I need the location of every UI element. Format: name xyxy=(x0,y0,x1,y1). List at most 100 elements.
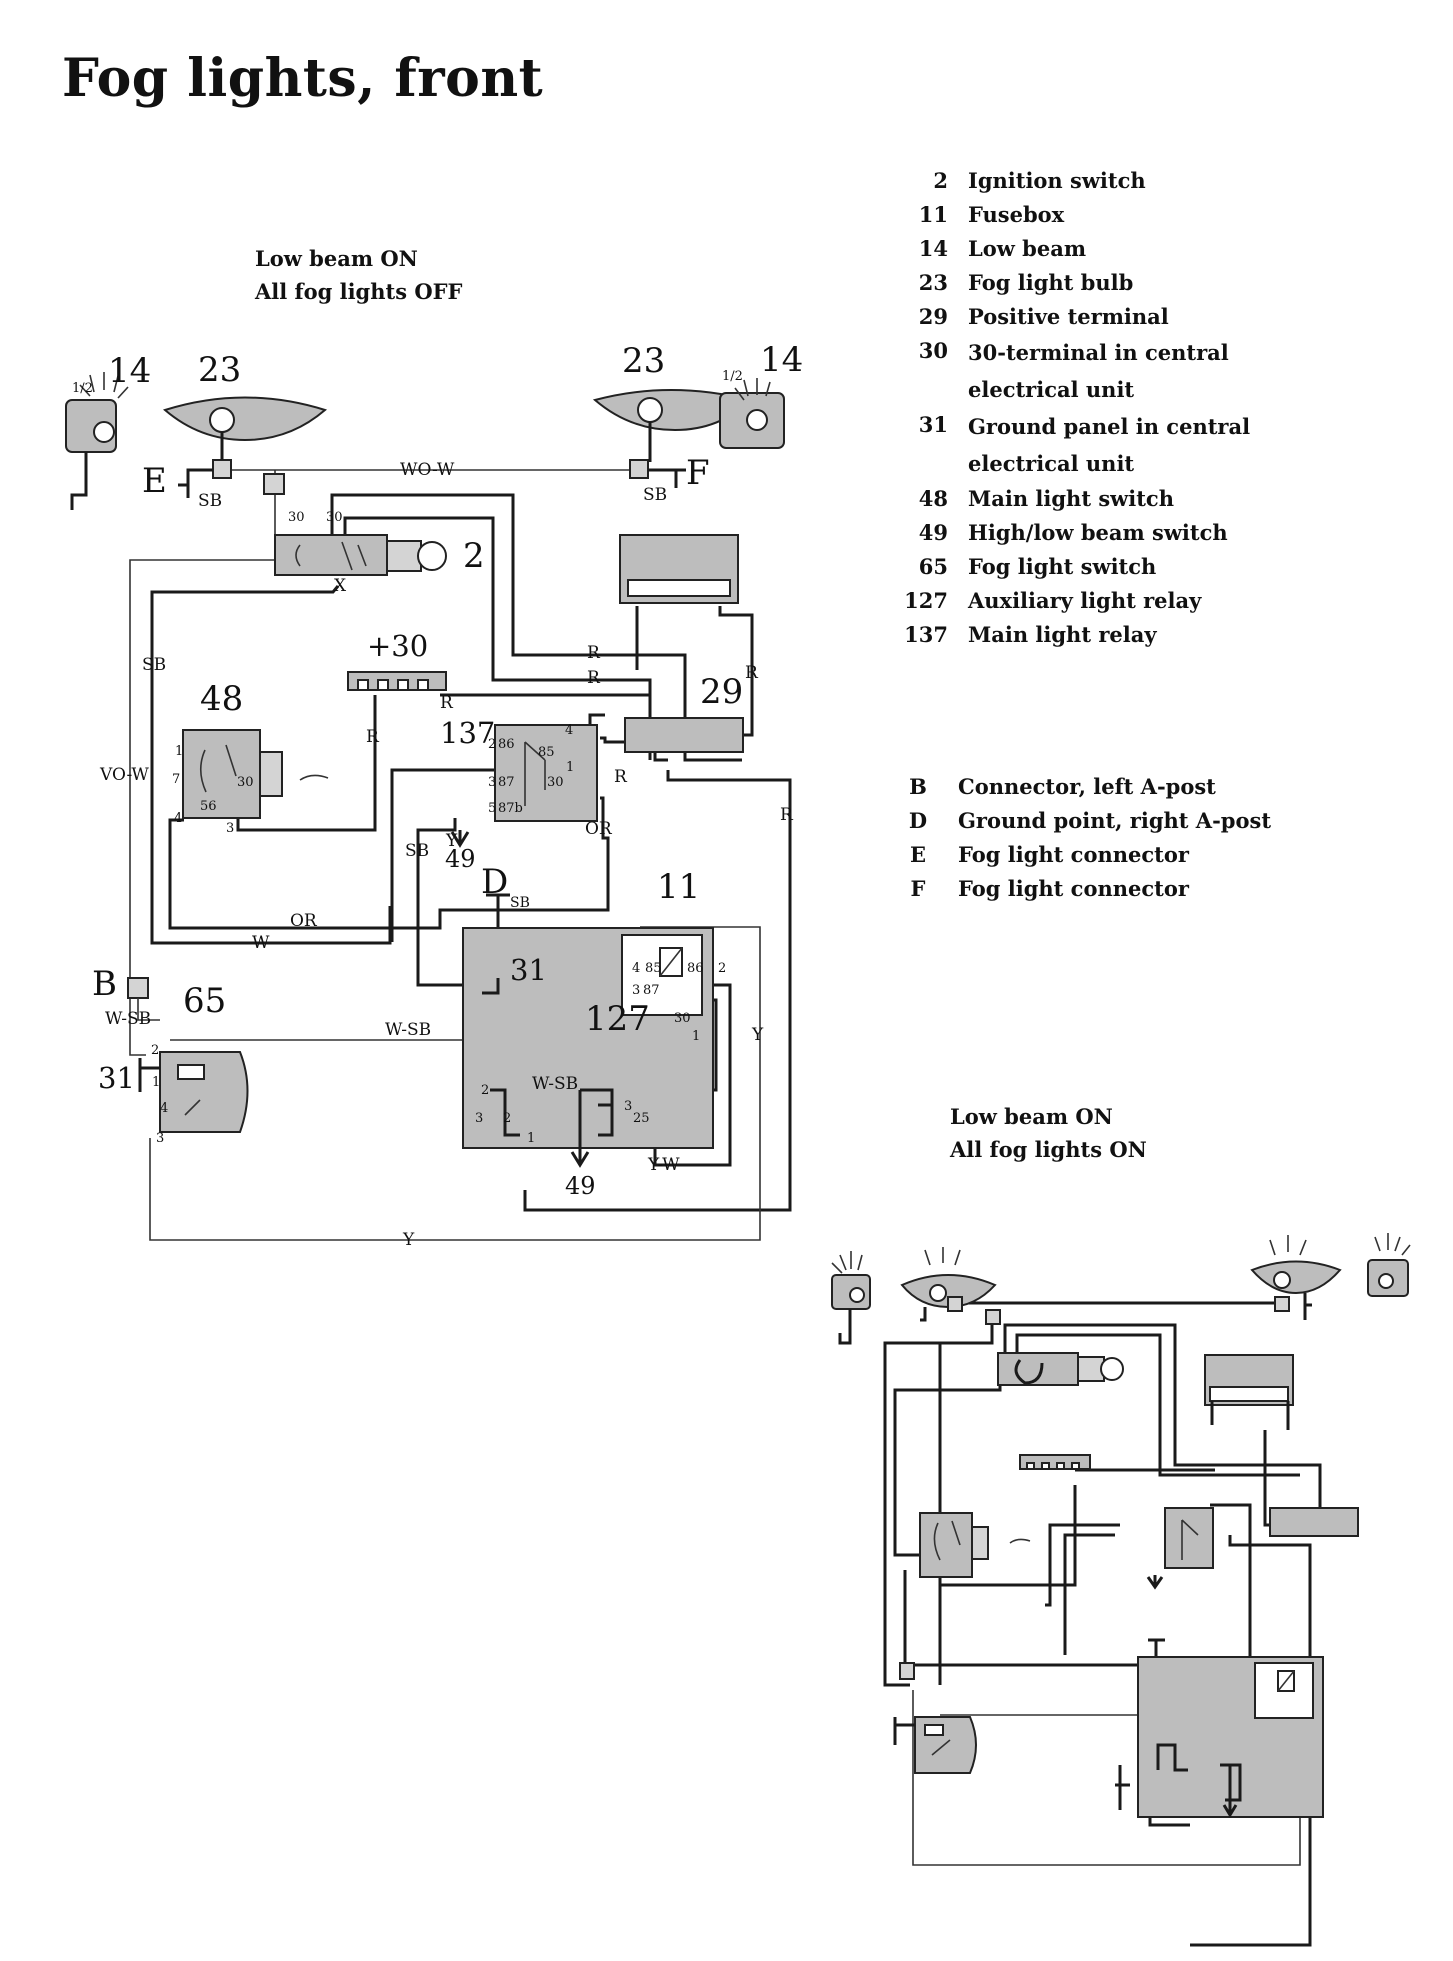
terminal-label: 5 xyxy=(488,801,496,816)
arrow-49 xyxy=(450,830,470,848)
light-rays-icon xyxy=(831,1251,863,1274)
fuses-icon xyxy=(490,1088,614,1137)
relay-coil-diagonal xyxy=(659,947,683,977)
connector-letter: D xyxy=(481,862,508,902)
relay-coil-diagonal xyxy=(1277,1670,1295,1692)
terminal-label: 1 xyxy=(692,1029,700,1044)
wire-label: W-SB xyxy=(105,1009,151,1029)
legend-name: Positive terminal xyxy=(968,304,1169,329)
connector-b xyxy=(127,977,149,999)
wire-label: R xyxy=(745,663,759,683)
wiring-diagram-fog-lights-on xyxy=(831,1233,1411,1947)
wire-sb-ignition xyxy=(150,585,392,945)
fog-light-left xyxy=(162,396,328,498)
component-number: +30 xyxy=(367,629,428,663)
main-light-relay xyxy=(450,724,598,848)
legend-name: Ignition switch xyxy=(968,168,1146,193)
terminal-label: 4 xyxy=(160,1101,168,1116)
wire-or xyxy=(168,796,610,930)
terminal-30-bus xyxy=(1019,1454,1091,1470)
wire-label: R xyxy=(780,805,794,825)
wire-relay-1 xyxy=(1045,1523,1120,1607)
connector-letter: B xyxy=(92,964,117,1004)
wire-label: Y-W xyxy=(647,1155,680,1175)
ignition-switch-body xyxy=(997,1352,1079,1386)
fog-light-switch xyxy=(893,1716,977,1774)
terminal-label: 30 xyxy=(326,510,343,525)
fog-light-left xyxy=(900,1274,997,1309)
ground-wire xyxy=(920,1307,927,1322)
terminal-label: 87b xyxy=(498,801,523,816)
main-light-relay-body xyxy=(1164,1507,1214,1569)
legend-code: 31 xyxy=(918,412,948,437)
component-number: 49 xyxy=(445,845,476,873)
legend-name: Connector, left A-post xyxy=(958,774,1216,799)
legend-code: F xyxy=(910,876,926,901)
connector-a-post xyxy=(985,1309,1001,1325)
terminal-label: 7 xyxy=(172,772,180,787)
legend-name: Fog light connector xyxy=(958,842,1189,867)
component-number: 14 xyxy=(760,340,803,380)
legend-code: 2 xyxy=(933,168,948,193)
light-rays-icon xyxy=(79,372,129,399)
legend-name: Fog light bulb xyxy=(968,270,1134,295)
wire-y xyxy=(912,1690,1301,1866)
terminal-label: 30 xyxy=(288,510,305,525)
terminal-label: 86 xyxy=(498,737,515,752)
wire-label: R xyxy=(587,643,601,663)
connector-e xyxy=(947,1296,963,1312)
terminal-label: 25 xyxy=(633,1111,650,1126)
caption-line: All fog lights OFF xyxy=(255,279,463,304)
caption-line: Low beam ON xyxy=(950,1104,1113,1129)
legend-code: 48 xyxy=(918,486,948,511)
switch-contacts-icon xyxy=(933,1520,961,1561)
wire-label: W-SB xyxy=(532,1074,578,1094)
wire-r-plus30 xyxy=(440,693,652,720)
battery-terminal-strip xyxy=(1209,1386,1289,1402)
terminal-label: 3 xyxy=(632,983,640,998)
diagram-labels: 14 23 23 14 2 48 +30 137 29 11 31 127 65… xyxy=(72,340,803,1250)
wire-sb-137 xyxy=(416,818,495,987)
wire-label: W-SB xyxy=(385,1020,431,1040)
switch-contact-icon xyxy=(184,1099,201,1116)
wire-label: VO-W xyxy=(99,765,149,785)
terminal-label: 2 xyxy=(488,737,496,752)
wire-left-long xyxy=(883,1317,994,1687)
legend-name: 30-terminal in central electrical unit xyxy=(968,340,1229,402)
ground-31-wire xyxy=(138,1058,160,1092)
component-number: 11 xyxy=(657,867,700,907)
main-light-switch xyxy=(919,1512,1031,1578)
terminal-label: 86 xyxy=(687,961,704,976)
terminal-label: 56 xyxy=(200,799,217,814)
low-beam-right xyxy=(719,378,785,449)
wire-r-48 xyxy=(236,695,377,832)
wire-label: SB xyxy=(643,485,667,505)
wire-b xyxy=(137,998,160,1021)
key-icon xyxy=(1100,1357,1124,1381)
legend-code: 137 xyxy=(904,622,948,647)
terminal-label: 2 xyxy=(481,1083,489,1098)
connector-f xyxy=(629,459,649,479)
component-number: 29 xyxy=(700,672,743,712)
indicator-icon xyxy=(924,1724,944,1736)
main-light-switch-knob xyxy=(259,751,283,797)
ground-31-wire xyxy=(893,1717,915,1745)
terminal-label: 3 xyxy=(156,1131,164,1146)
terminal-label: 85 xyxy=(538,745,555,760)
wire-y-w xyxy=(653,983,732,1167)
fog-left-wiring xyxy=(178,432,224,498)
terminal-label: 4 xyxy=(632,961,640,976)
caption-line: Low beam ON xyxy=(255,246,418,271)
caption-line: All fog lights ON xyxy=(950,1137,1147,1162)
legend-name: Auxiliary light relay xyxy=(968,588,1202,613)
wire-label: R xyxy=(366,727,380,747)
battery xyxy=(1204,1354,1294,1430)
wire-label: SB xyxy=(198,491,222,511)
